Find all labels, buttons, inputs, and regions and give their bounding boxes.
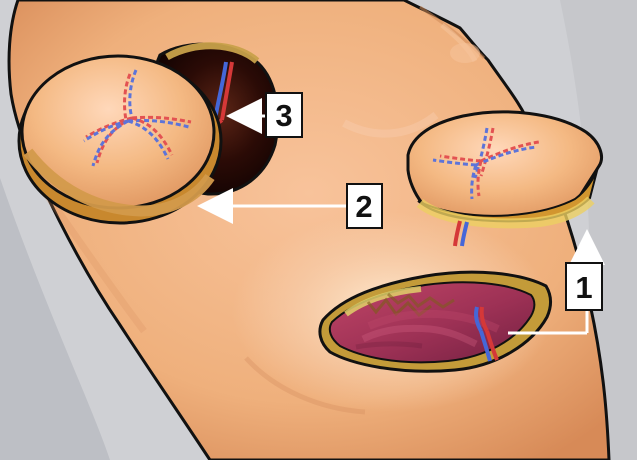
callout-three: 3 xyxy=(266,93,302,137)
callout-one: 1 xyxy=(566,263,602,310)
label-two: 2 xyxy=(355,189,372,224)
left-flap xyxy=(19,56,221,223)
label-one: 1 xyxy=(575,270,592,305)
callout-two: 2 xyxy=(347,184,382,228)
label-three: 3 xyxy=(275,98,292,133)
